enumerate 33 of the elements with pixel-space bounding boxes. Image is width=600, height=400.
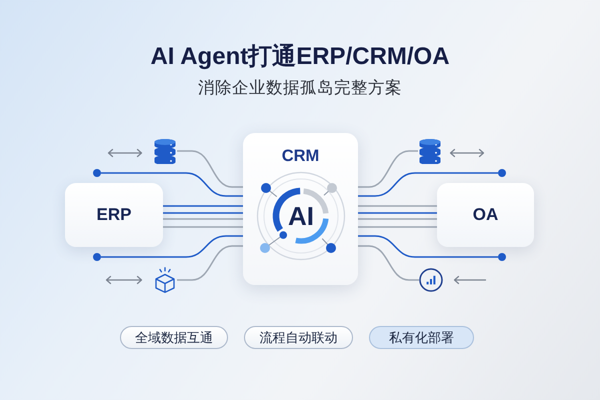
connector-line bbox=[358, 205, 437, 207]
connector-line bbox=[177, 150, 243, 188]
connector-line bbox=[358, 212, 437, 214]
end-dot bbox=[498, 169, 506, 177]
feature-pill: 私有化部署 bbox=[369, 326, 474, 349]
chart-icon bbox=[419, 268, 443, 292]
connector-line bbox=[358, 226, 437, 228]
connector-line bbox=[177, 245, 243, 281]
end-dot bbox=[498, 253, 506, 261]
system-card bbox=[243, 133, 358, 285]
title: AI Agent打通ERP/CRM/OA bbox=[150, 43, 450, 71]
connector-line bbox=[358, 172, 498, 197]
system-box: OA bbox=[437, 183, 534, 247]
feature-pill: 全域数据互通 bbox=[120, 326, 228, 349]
connector-line bbox=[358, 150, 418, 188]
feature-pill: 流程自动联动 bbox=[244, 326, 353, 349]
node-label: CRM bbox=[282, 146, 320, 166]
connector-line bbox=[163, 205, 243, 207]
system-box: ERP bbox=[65, 183, 163, 247]
connector-line bbox=[101, 172, 243, 197]
connector-line bbox=[163, 212, 243, 214]
connector-line bbox=[101, 235, 243, 258]
cube-icon bbox=[153, 267, 177, 293]
connector-line bbox=[358, 235, 498, 258]
connector-line bbox=[358, 245, 419, 281]
database-icon bbox=[153, 138, 177, 164]
end-dot bbox=[93, 253, 101, 261]
database-icon bbox=[418, 138, 442, 164]
connector-line bbox=[163, 226, 243, 228]
end-dot bbox=[93, 169, 101, 177]
connector-line bbox=[358, 218, 437, 220]
subtitle: 消除企业数据孤岛完整方案 bbox=[198, 78, 402, 98]
connector-line bbox=[163, 218, 243, 220]
